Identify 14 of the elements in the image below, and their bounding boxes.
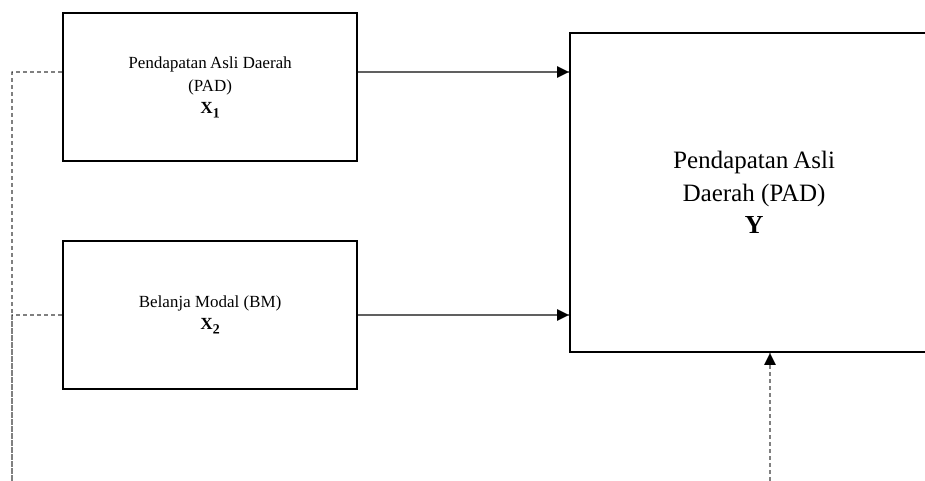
variable-box [62, 12, 358, 162]
arrow [358, 66, 569, 78]
variable-name: Belanja Modal (BM) [138, 291, 282, 314]
dashed-line [764, 352, 776, 481]
variable-box [569, 32, 925, 353]
variable-symbol: X$_{1}$ [200, 98, 220, 122]
variable-name: Pendapatan Asli Daerah (PAD) [672, 146, 836, 208]
arrow [358, 309, 569, 321]
dashed-line [12, 72, 62, 481]
dashed-line [12, 314, 62, 481]
variable-box [62, 240, 358, 390]
variable-name: Pendapatan Asli Daerah (PAD) [127, 52, 293, 97]
variable-symbol: X$_{2}$ [200, 314, 220, 339]
variable-symbol: Y [744, 210, 764, 240]
